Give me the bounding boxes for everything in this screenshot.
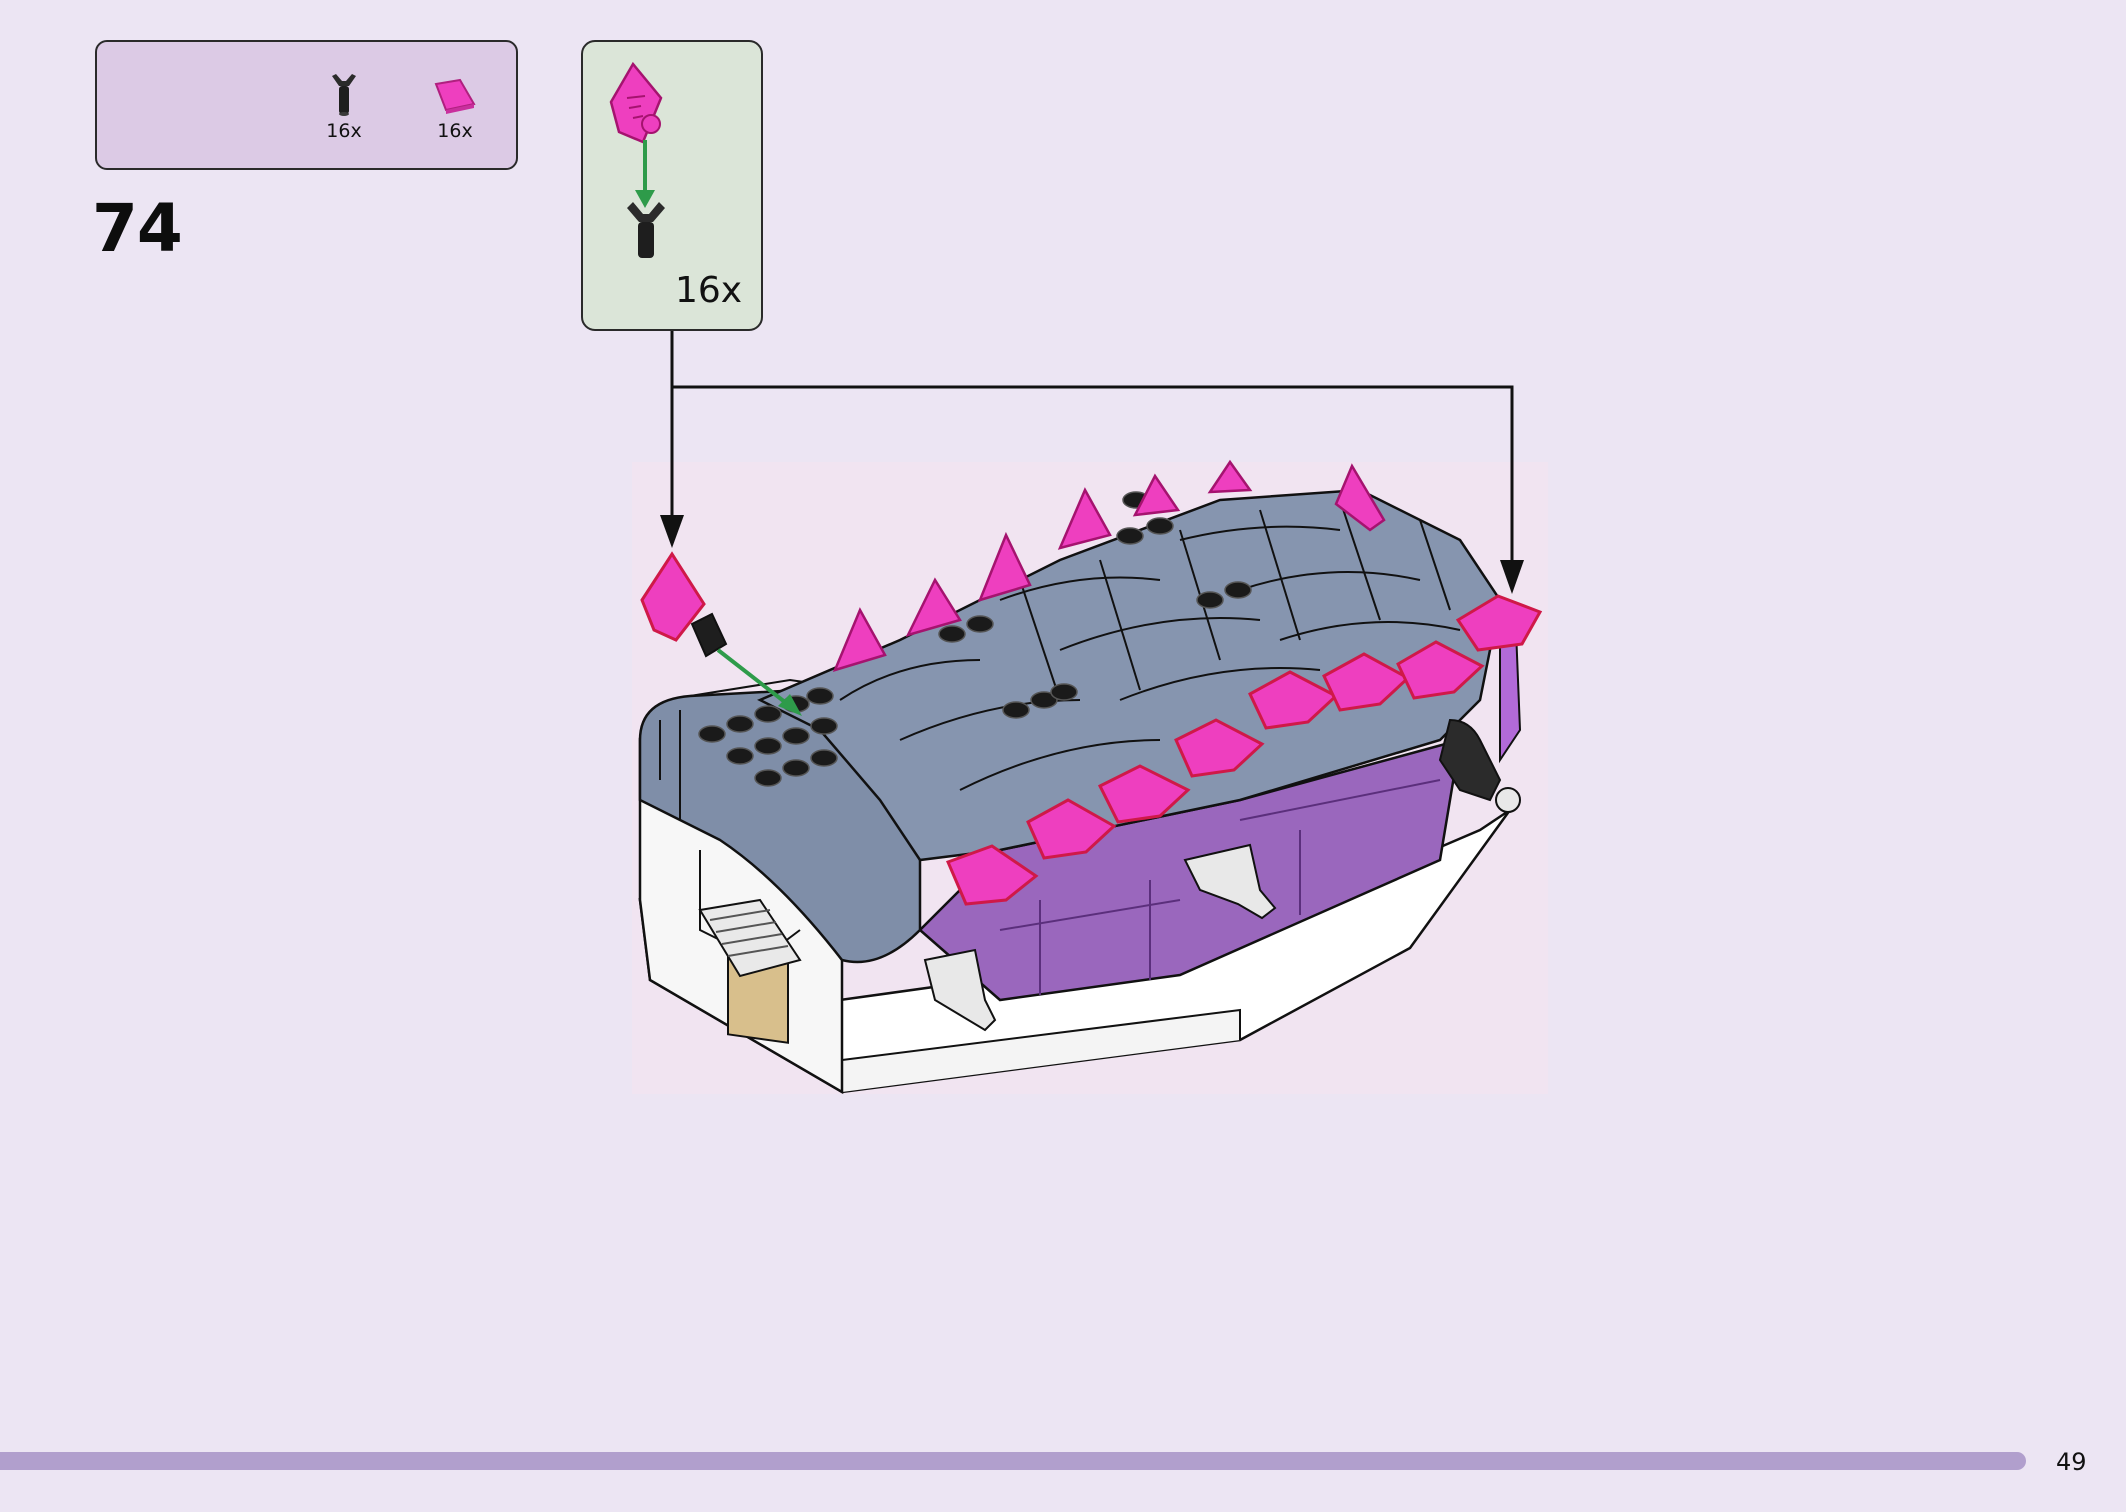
arrow-down-right-icon (1500, 560, 1524, 594)
detached-spike-piece (640, 551, 728, 658)
page-number: 49 (2056, 1448, 2087, 1476)
model-top-spikes (832, 459, 1386, 672)
footer-progress-bar (0, 1452, 2026, 1470)
parts-list-qty-wedge: 16x (437, 120, 473, 142)
subassembly-quantity: 16x (675, 270, 743, 311)
green-insertion-arrow (716, 648, 792, 708)
arrow-down-left-icon (660, 515, 684, 548)
parts-list-item-wedge: 16x (420, 70, 490, 142)
step-number: 74 (92, 190, 183, 267)
parts-list-item-pin: 16x (309, 70, 379, 142)
subassembly-pin-icon (627, 202, 665, 222)
model-curved-roof (757, 488, 1502, 862)
model-side-connectors (923, 787, 1521, 1032)
subassembly-diagram (609, 61, 665, 258)
black-pin-connector-icon (332, 74, 356, 116)
subassembly-callout-box: 16x (581, 40, 763, 331)
parts-list-qty-pin: 16x (326, 120, 362, 142)
model-studs (698, 491, 1252, 787)
parts-list-box: 16x 16x (95, 40, 518, 170)
model-side-wedges (945, 594, 1543, 906)
pink-wedge-tile-icon (434, 78, 476, 114)
callout-connector-lines (670, 331, 1514, 570)
